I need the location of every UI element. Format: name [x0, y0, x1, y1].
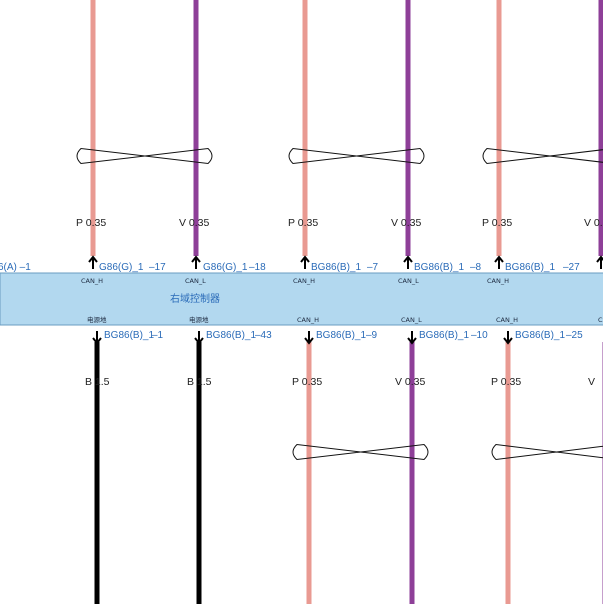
signal-name: CAN_H [487, 277, 509, 285]
pin-arrow-up-icon [596, 255, 603, 269]
wire-label: P 0.35 [288, 217, 318, 229]
signal-name: CAN_H [81, 277, 103, 285]
bottom-labels: 电源地 电源地 CAN_H CAN_L CAN_H C BG86(B)_1 BG… [85, 315, 603, 388]
pin-number: –1 [152, 330, 164, 341]
wire-label: V 0.35 [395, 376, 426, 388]
twisted-pair-icon [288, 147, 425, 165]
pin-number: –8 [470, 262, 482, 273]
pin-arrow-up-icon [88, 255, 98, 269]
connector-label: BG86(B)_1 [505, 262, 555, 273]
top-pin-arrows [88, 255, 603, 269]
twisted-pair-icon [491, 443, 603, 461]
twisted-pair-icon [482, 147, 603, 165]
twisted-pair-icon [292, 443, 429, 461]
signal-name: CAN_L [398, 277, 419, 285]
signal-name: CAN_L [401, 316, 422, 324]
connector-label: BG86(B)_1 [316, 330, 366, 341]
pin-number: –25 [566, 330, 583, 341]
wire-label: V 0.35 [584, 217, 603, 229]
signal-name: C [598, 316, 603, 324]
controller-box [0, 272, 603, 326]
pin-number: –18 [249, 262, 266, 273]
wire-label: P 0.35 [292, 376, 322, 388]
wire-label: V 0.35 [391, 217, 422, 229]
pin-arrow-down-icon [92, 331, 102, 345]
bottom-wires [94, 342, 603, 604]
wire-label: V 0.35 [179, 217, 210, 229]
top-wires [90, 0, 603, 256]
connector-label: BG86(B)_1 [206, 330, 256, 341]
signal-name: 电源地 [87, 315, 107, 324]
wire-label: B 1.5 [187, 376, 212, 388]
signal-name: 电源地 [189, 315, 209, 324]
signal-name: CAN_H [297, 316, 319, 324]
wire-label: P 0.35 [482, 217, 512, 229]
bottom-pin-arrows [92, 331, 513, 345]
wire-label: B 1.5 [85, 376, 110, 388]
pin-label-partial: 6(A) –1 [0, 262, 31, 273]
pin-arrow-down-icon [503, 331, 513, 345]
connector-label: BG86(B)_1 [515, 330, 565, 341]
connector-label: G86(G)_1 [99, 262, 144, 273]
signal-name: CAN_H [496, 316, 518, 324]
pin-arrow-up-icon [494, 255, 504, 269]
controller-name: 右域控制器 [170, 292, 220, 305]
pin-number: –9 [366, 330, 378, 341]
pin-arrow-up-icon [403, 255, 413, 269]
connector-label: BG86(B)_1 [311, 262, 361, 273]
connector-label: BG86(B)_1 [419, 330, 469, 341]
pin-arrow-down-icon [194, 331, 204, 345]
wire-label: P 0.35 [491, 376, 521, 388]
pin-arrow-up-icon [300, 255, 310, 269]
pin-number: –7 [367, 262, 379, 273]
wire-label: P 0.35 [76, 217, 106, 229]
pin-arrow-down-icon [304, 331, 314, 345]
pin-number: –10 [471, 330, 488, 341]
pin-number: –27 [563, 262, 580, 273]
connector-label: BG86(B)_1 [104, 330, 154, 341]
pin-number: –17 [149, 262, 166, 273]
signal-name: CAN_H [293, 277, 315, 285]
twisted-pair-symbols [76, 147, 603, 461]
signal-name: CAN_L [185, 277, 206, 285]
pin-arrow-down-icon [407, 331, 417, 345]
pin-number: –43 [255, 330, 272, 341]
top-labels: 6(A) –1 P 0.35 V 0.35 P 0.35 V 0.35 P 0.… [0, 217, 603, 285]
connector-label: G86(G)_1 [203, 262, 248, 273]
connector-label: BG86(B)_1 [414, 262, 464, 273]
twisted-pair-icon [76, 147, 213, 165]
wire-label: V [588, 376, 595, 388]
pin-arrow-up-icon [191, 255, 201, 269]
